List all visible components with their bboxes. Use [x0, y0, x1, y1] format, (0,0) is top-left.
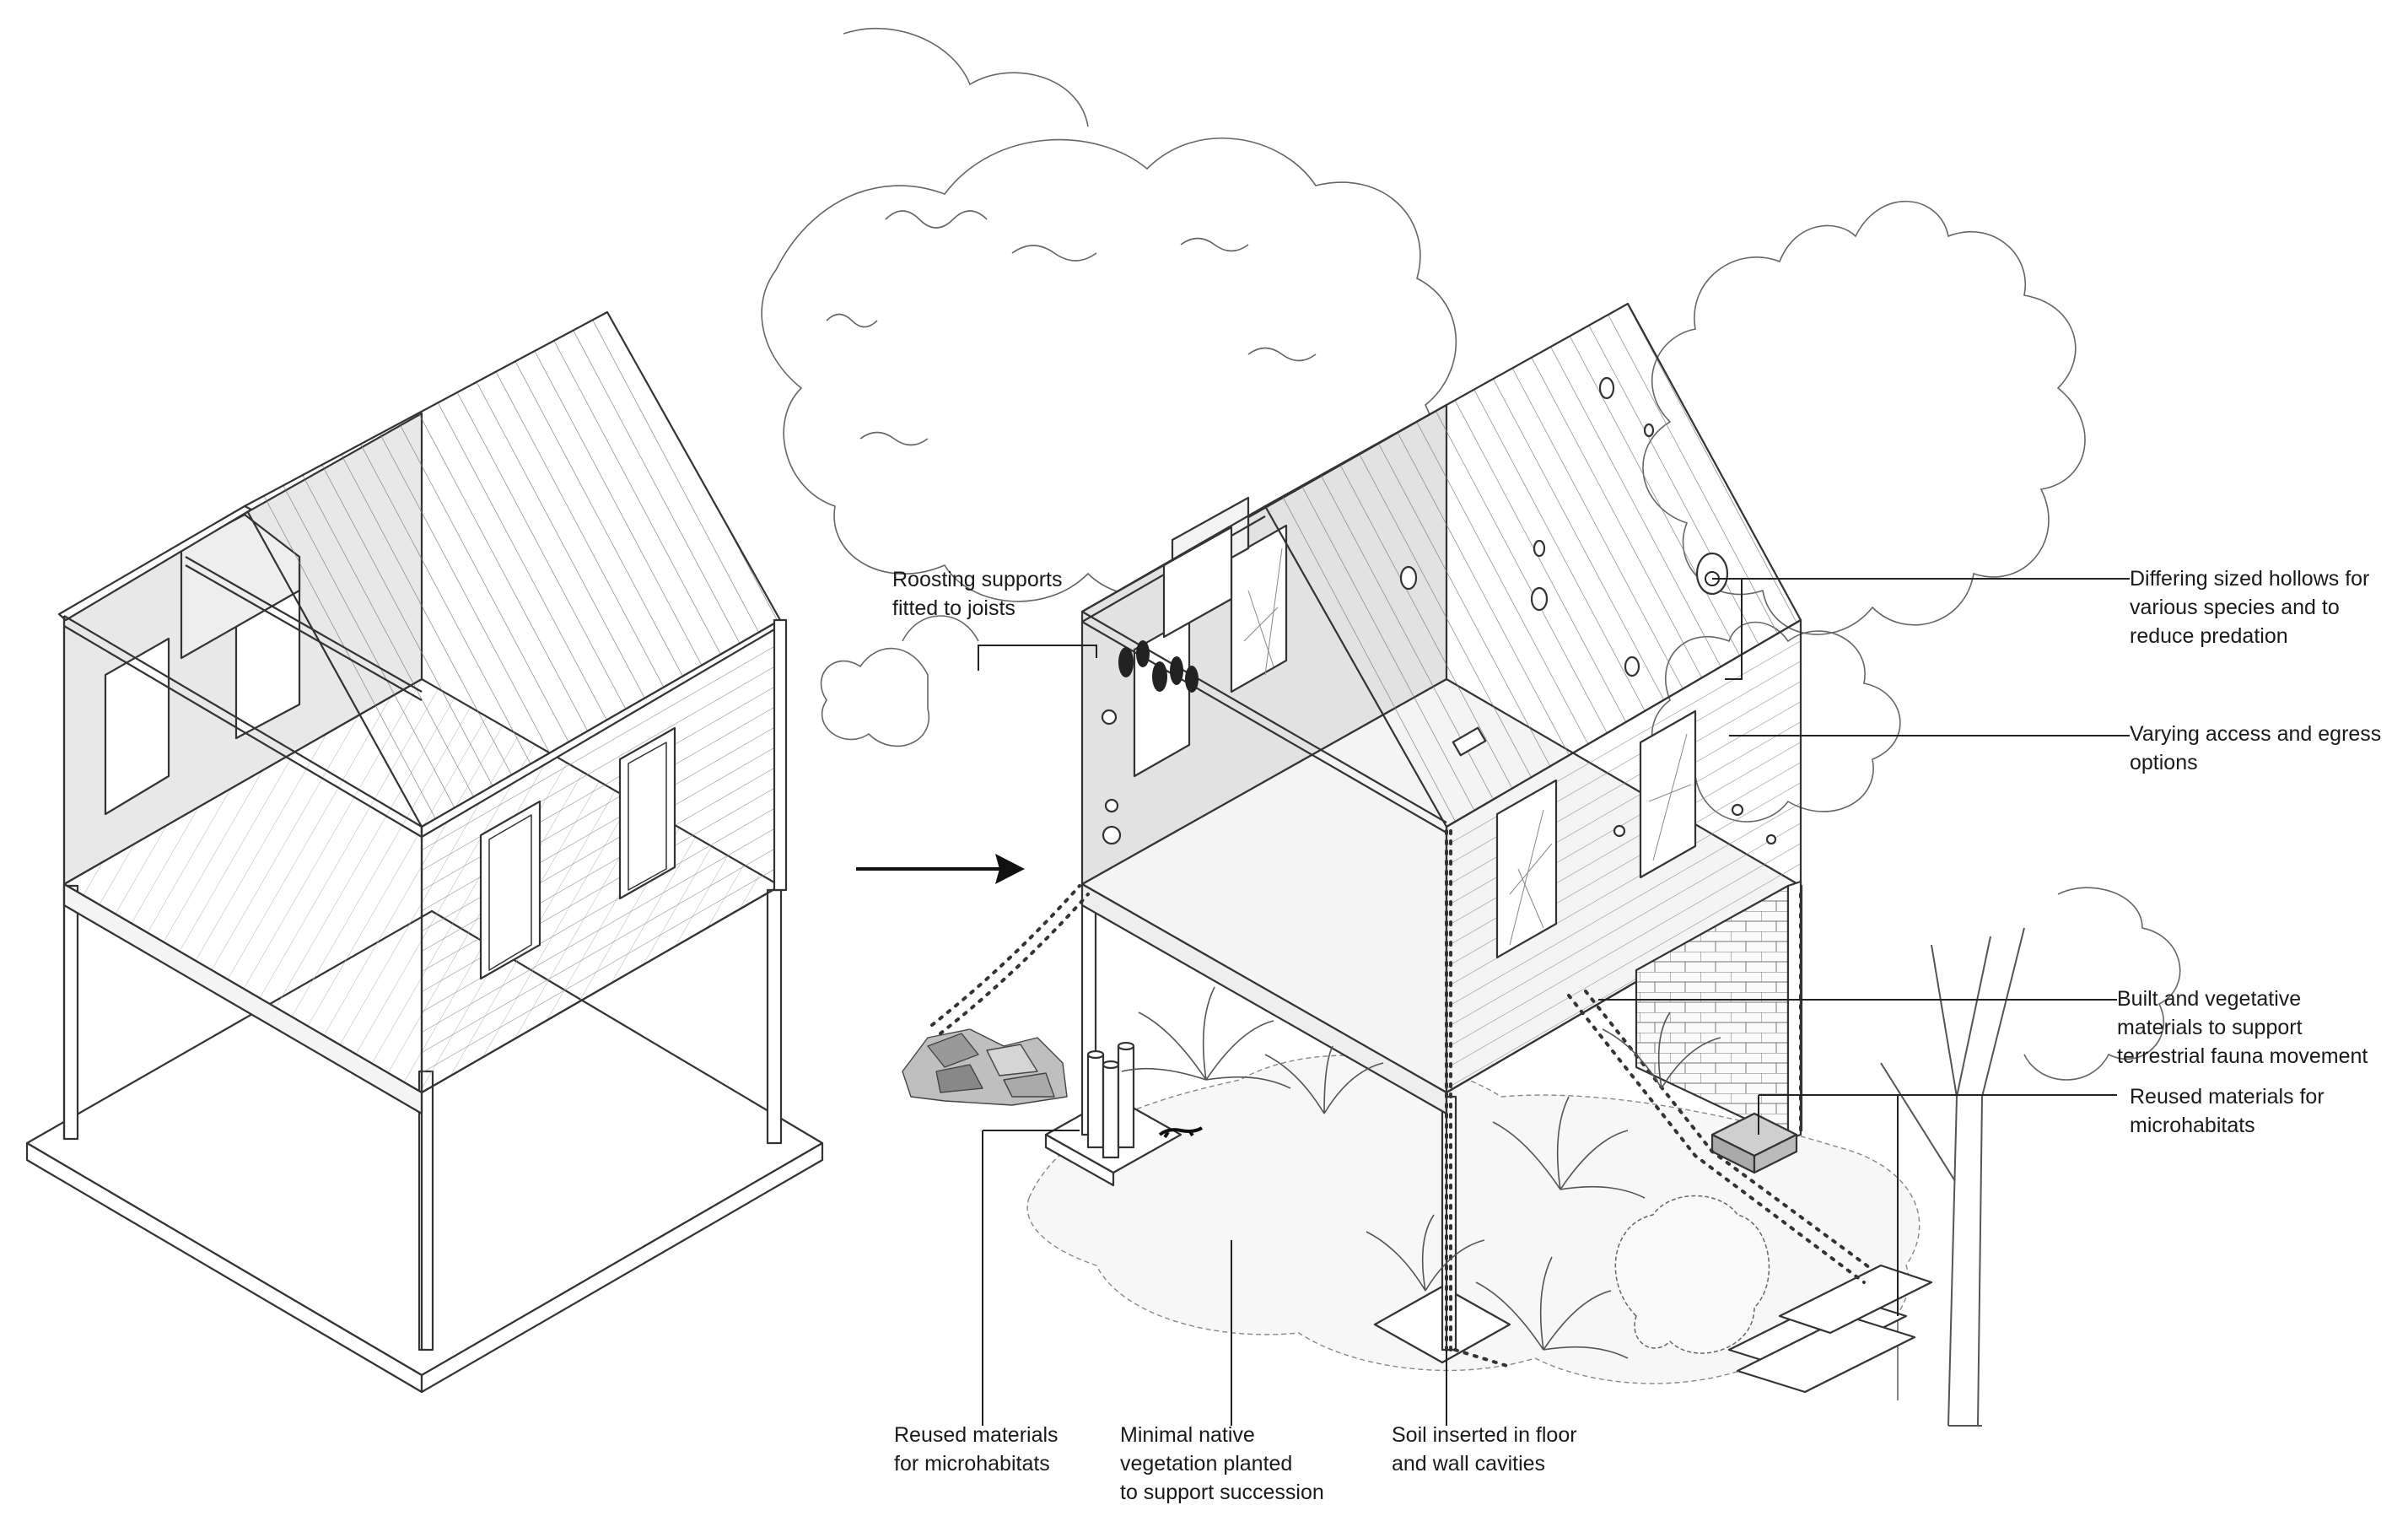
house-after — [902, 302, 1933, 1394]
rock-pile — [902, 1028, 1068, 1106]
label-reused-bottom: Reused materials for microhabitats — [894, 1421, 1059, 1478]
roof-after — [1263, 302, 1802, 828]
label-line: vegetation planted — [1120, 1452, 1293, 1476]
transformation-arrow — [856, 854, 1025, 884]
label-line: various species and to — [2130, 596, 2340, 619]
label-line: materials to support — [2117, 1016, 2303, 1039]
label-line: Differing sized hollows for — [2130, 567, 2370, 591]
label-line: Reused materials for — [2130, 1085, 2325, 1109]
lizard — [1158, 1126, 1204, 1139]
label-line: microhabitats — [2130, 1114, 2255, 1137]
label-line: terrestrial fauna movement — [2117, 1044, 2368, 1068]
roosting-bats — [1118, 640, 1199, 693]
roof-hollows — [1399, 376, 1729, 757]
vine-lines — [930, 829, 1874, 1368]
label-native-vegetation: Minimal native vegetation planted to sup… — [1120, 1421, 1324, 1507]
label-line: Built and vegetative — [2117, 987, 2302, 1011]
window-front-1 — [479, 800, 541, 980]
house-before — [25, 310, 824, 1394]
shrub — [1614, 1195, 1770, 1354]
label-line: fitted to joists — [892, 596, 1015, 620]
label-reused-right: Reused materials for microhabitats — [2130, 1082, 2325, 1140]
label-roosting-supports: Roosting supports fitted to joists — [892, 565, 1063, 623]
label-soil-inserted: Soil inserted in floor and wall cavities — [1392, 1421, 1577, 1478]
window-front-2 — [618, 726, 676, 900]
label-line: Roosting supports — [892, 568, 1063, 591]
label-line: reduce predation — [2130, 624, 2288, 648]
label-hollows: Differing sized hollows for various spec… — [2130, 564, 2369, 650]
label-line: for microhabitats — [894, 1452, 1050, 1476]
label-line: Minimal native — [1120, 1423, 1255, 1447]
leader-lines — [978, 571, 2130, 1426]
label-line: to support succession — [1120, 1481, 1324, 1504]
reused-pipes — [1086, 1041, 1135, 1159]
label-line: and wall cavities — [1392, 1452, 1546, 1476]
label-line: Varying access and egress — [2130, 722, 2382, 746]
timber-planks — [1727, 1264, 1933, 1394]
tree-right — [1642, 200, 2181, 1427]
label-line: Soil inserted in floor — [1392, 1423, 1577, 1447]
label-built-vegetative: Built and vegetative materials to suppor… — [2117, 985, 2368, 1071]
label-access-egress: Varying access and egress options — [2130, 720, 2381, 777]
label-line: options — [2130, 751, 2198, 774]
label-line: Reused materials — [894, 1423, 1059, 1447]
fern-plants — [1121, 986, 1721, 1359]
